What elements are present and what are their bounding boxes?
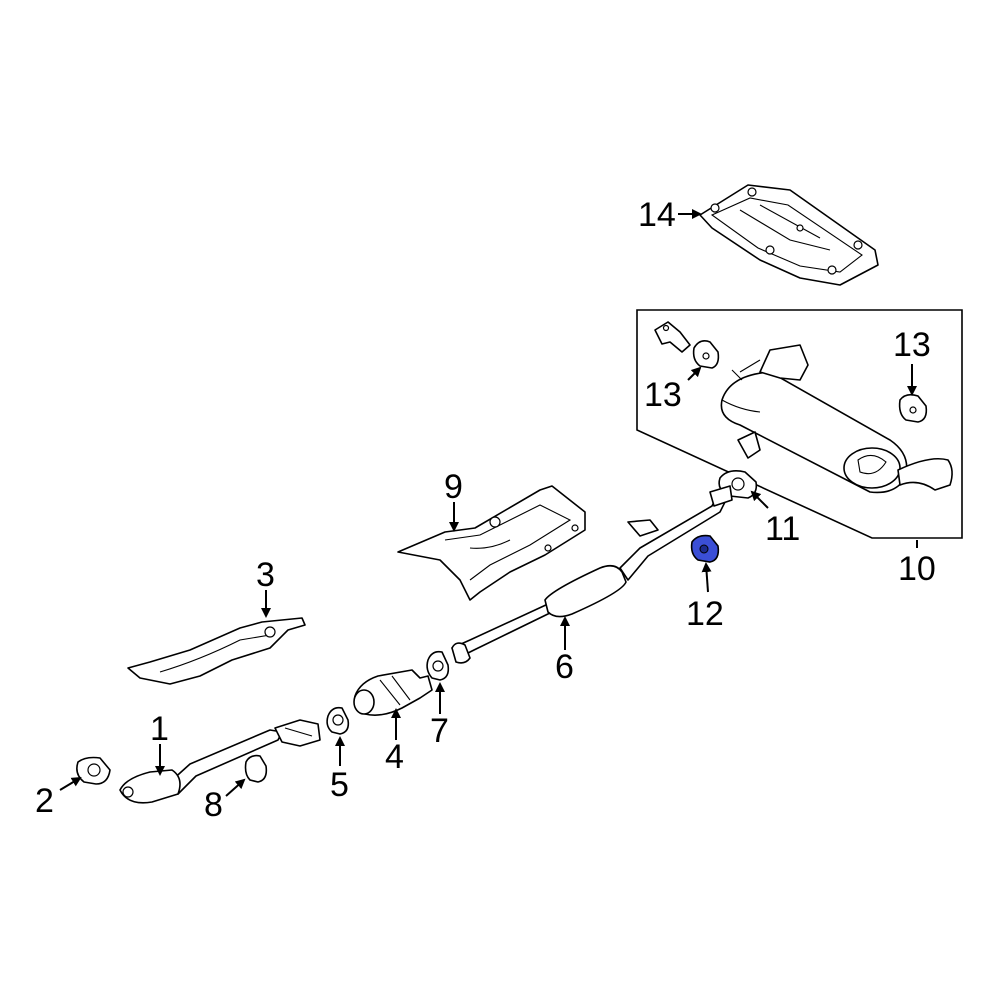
callout-12: 12	[686, 595, 724, 633]
callout-9: 9	[444, 468, 463, 506]
part-3-heat-shield[interactable]	[127, 617, 306, 685]
callout-7: 7	[430, 712, 449, 750]
callout-2: 2	[35, 782, 54, 820]
part-7-gasket[interactable]	[426, 650, 450, 681]
callout-1: 1	[150, 710, 169, 748]
callout-6: 6	[555, 648, 574, 686]
part-2-gasket[interactable]	[76, 756, 111, 785]
callout-11: 11	[765, 510, 800, 548]
callout-3: 3	[256, 556, 275, 594]
callout-14: 14	[638, 196, 676, 234]
leader-lines	[59, 209, 918, 797]
part-12-hanger[interactable]	[690, 534, 720, 563]
callout-labels: 1 2 3 4 5 6 7 8 9 10 11 12 13 13 14	[35, 196, 936, 824]
part-6-center-pipe[interactable]	[451, 485, 733, 664]
callout-5: 5	[330, 766, 349, 804]
part-13-hanger-b[interactable]	[898, 393, 928, 423]
callout-10: 10	[898, 550, 936, 588]
bracket[interactable]	[654, 321, 691, 353]
part-10-group-outline	[636, 309, 963, 539]
callout-13a: 13	[644, 376, 682, 414]
callout-13b: 13	[893, 326, 931, 364]
callout-4: 4	[385, 738, 404, 776]
part-14-heat-shield[interactable]	[699, 184, 879, 286]
part-4-catalytic-converter[interactable]	[353, 669, 433, 716]
part-10-muffler[interactable]	[720, 344, 953, 494]
callout-8: 8	[204, 786, 223, 824]
part-5-gasket[interactable]	[326, 706, 350, 735]
part-13-hanger-a[interactable]	[692, 340, 720, 369]
part-1-front-pipe[interactable]	[119, 719, 321, 804]
part-8-hanger[interactable]	[244, 754, 268, 783]
part-9-heat-shield[interactable]	[397, 485, 586, 601]
